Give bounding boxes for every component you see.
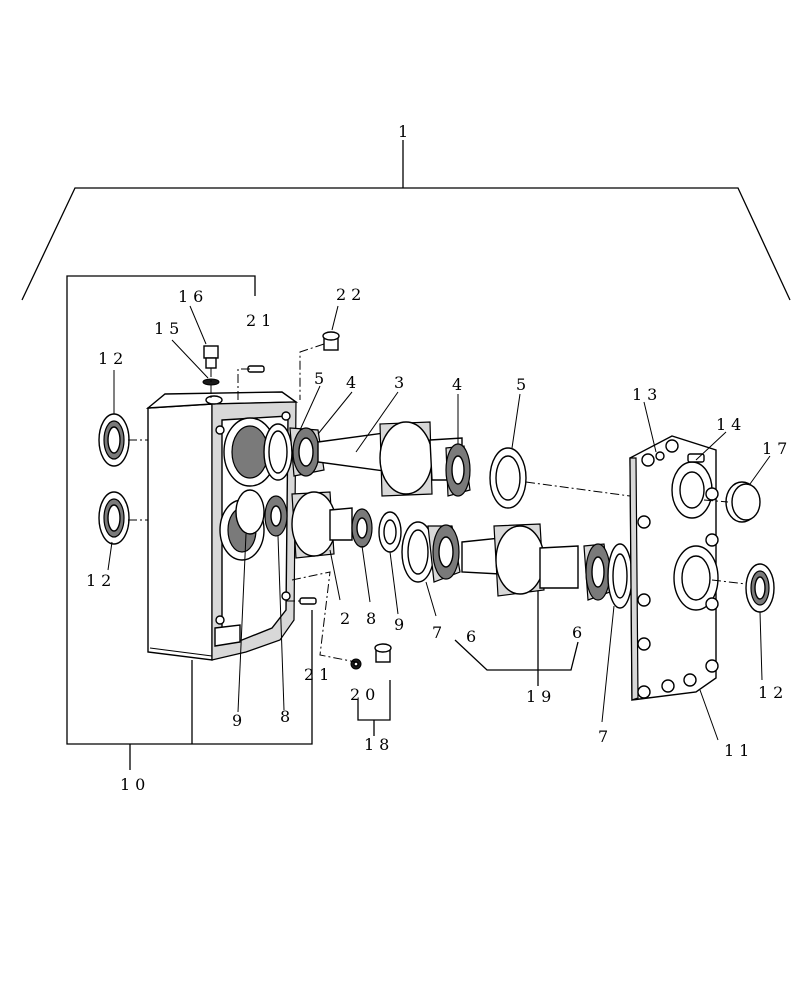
bearing-group-bracket (454, 578, 579, 686)
callout-18: 18 (364, 735, 394, 754)
callout-4-left: 4 (346, 373, 361, 392)
output-shaft (317, 421, 463, 497)
callout-12-upper: 12 (98, 349, 128, 368)
callout-9-right: 9 (394, 615, 409, 634)
callout-7-left: 7 (432, 623, 447, 642)
callout-7-bottom: 7 (598, 727, 613, 746)
dowel-pin-lower (286, 597, 317, 605)
dowel-pin-upper (237, 365, 265, 400)
idler-spacer (378, 511, 402, 553)
callout-10: 10 (120, 775, 150, 794)
washer-bottom (350, 658, 362, 670)
callout-4-right: 4 (452, 375, 467, 394)
callout-19: 19 (526, 687, 556, 706)
callout-14: 14 (716, 415, 746, 434)
callout-21-lower: 21 (304, 665, 334, 684)
oil-seal-lower (98, 491, 130, 545)
oil-seal-upper (98, 413, 130, 467)
callout-20: 20 (350, 685, 380, 704)
end-cap (725, 481, 761, 523)
plug-top (299, 331, 340, 400)
assembly-bracket (21, 140, 791, 301)
plug-bottom (374, 643, 392, 663)
leader-lines (107, 305, 771, 741)
oil-seal-right (745, 563, 775, 613)
lower-bearing-cup-right (607, 543, 633, 609)
bearing-cup-upper-right (489, 447, 527, 509)
idler-tapered-bearing (264, 495, 288, 537)
callout-6-left: 6 (466, 627, 481, 646)
callout-22: 22 (336, 285, 366, 304)
callout-8-right: 8 (366, 609, 381, 628)
callout-6-right: 6 (572, 623, 587, 642)
idler-gear (291, 491, 353, 559)
bearing-cup-upper-left (263, 423, 293, 481)
housing-group-bracket (66, 275, 313, 770)
callout-2-lower: 2 (340, 609, 355, 628)
callout-13: 13 (632, 385, 662, 404)
callout-3: 3 (394, 373, 409, 392)
callout-1: 1 (398, 122, 413, 141)
callout-16: 16 (178, 287, 208, 306)
idler-bearing-right (351, 508, 373, 548)
lower-tapered-bearing-right (583, 543, 611, 601)
callout-11: 11 (724, 741, 754, 760)
callout-labels: 1 2 3 4 4 5 5 6 6 7 7 8 8 9 9 10 11 12 1… (86, 122, 792, 794)
callout-12-right: 12 (758, 683, 788, 702)
callout-15: 15 (154, 319, 184, 338)
callout-21-upper: 21 (246, 311, 276, 330)
lower-bearing-cup-left (401, 521, 435, 583)
tapered-bearing-upper-right (445, 443, 471, 497)
idler-bearing-cup (235, 489, 265, 535)
callout-17: 17 (762, 439, 792, 458)
lower-tapered-bearing-left (427, 524, 461, 583)
cover-plate (629, 435, 719, 701)
callout-5-left: 5 (314, 369, 329, 388)
callout-12-lower: 12 (86, 571, 116, 590)
callout-5-right: 5 (516, 375, 531, 394)
breather-valve (202, 345, 220, 398)
callout-8-left: 8 (280, 707, 295, 726)
tapered-bearing-upper-left (289, 427, 325, 477)
input-shaft (461, 523, 579, 597)
plug-group-bracket (357, 680, 391, 736)
callout-9-left: 9 (232, 711, 247, 730)
